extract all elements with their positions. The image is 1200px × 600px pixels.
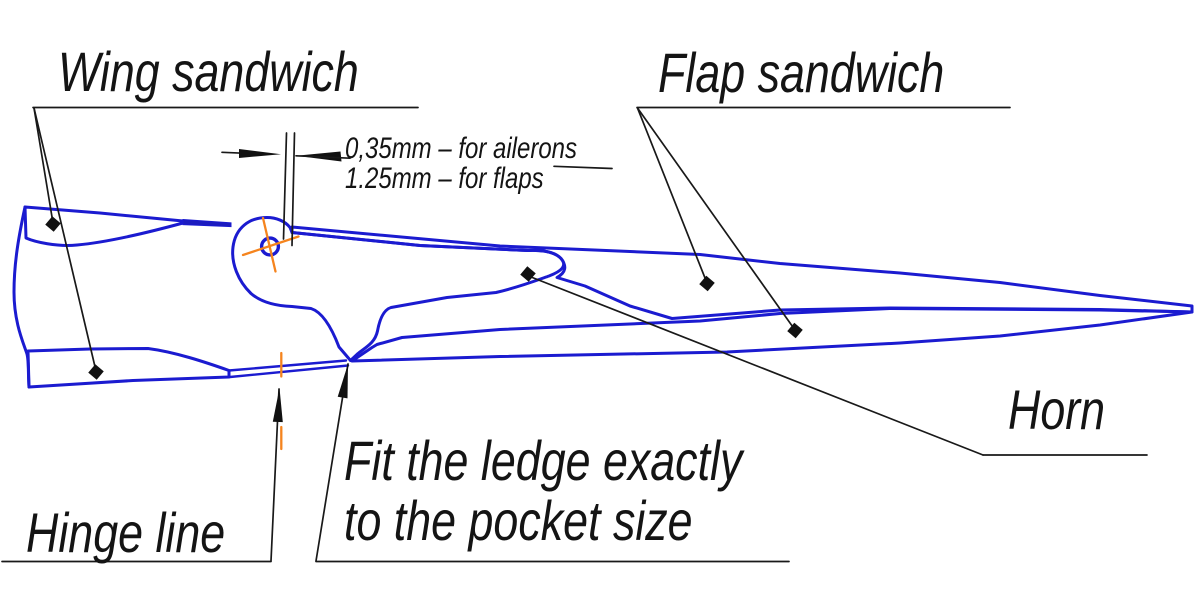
dimension-tail-line	[295, 154, 351, 160]
core-marker-diamond	[699, 275, 715, 292]
gap-flap-label-group: 1.25mm – for flaps	[345, 160, 544, 194]
fit-ledge-label-line2-group: to the pocket size	[344, 489, 693, 552]
flap-upper-skin	[290, 225, 1194, 320]
flap-lower-skin	[350, 307, 1194, 363]
core-marker-diamond	[787, 322, 803, 339]
wing-upper-te-strip	[182, 218, 232, 228]
gap-aileron-label-group: 0,35mm – for ailerons	[345, 130, 577, 164]
wing-lower-skin-line-top	[227, 359, 348, 372]
core-markers	[45, 216, 803, 380]
gap-flap-label: 1.25mm – for flaps	[345, 160, 544, 194]
dimension-arrow-left-icon	[239, 149, 281, 158]
fit-ledge-arrow-icon	[337, 364, 348, 399]
flap-sandwich-leader-1	[636, 107, 708, 284]
horn-label-group: Horn	[1008, 378, 1105, 441]
wing-lower-skin-line-bottom	[228, 364, 350, 379]
extension-line-right	[291, 132, 296, 247]
leader-lines	[1, 106, 1148, 563]
dimension-tail-line-end	[553, 165, 613, 170]
wing-lower-sandwich	[26, 347, 231, 389]
wing-upper-sandwich	[23, 205, 185, 247]
hinge-axis-centerline-icon	[241, 216, 300, 273]
hinge-line-label: Hinge line	[26, 501, 225, 564]
fit-ledge-label-line2: to the pocket size	[344, 489, 693, 552]
hinge-line-label-group: Hinge line	[26, 501, 225, 564]
horn-label: Horn	[1008, 378, 1105, 441]
fit-ledge-label-line1-group: Fit the ledge exactly	[344, 429, 745, 492]
hinge-line-arrow-icon	[272, 388, 283, 423]
flap-sandwich-label: Flap sandwich	[658, 41, 944, 104]
horn-leader	[530, 276, 984, 456]
core-marker-diamond	[45, 216, 61, 232]
wing-sandwich-label: Wing sandwich	[58, 40, 359, 103]
wing-sandwich-leader-1	[33, 107, 54, 224]
fit-ledge-label-line1: Fit the ledge exactly	[344, 429, 745, 492]
gap-aileron-label: 0,35mm – for ailerons	[345, 130, 577, 164]
flap-sandwich-label-group: Flap sandwich	[658, 41, 944, 104]
flap-nose-core	[231, 216, 566, 362]
core-marker-diamond	[520, 266, 536, 282]
wing-sandwich-label-group: Wing sandwich	[58, 40, 359, 103]
wing-section	[12, 205, 350, 389]
extension-line-left	[282, 132, 288, 240]
wing-break-line	[12, 205, 31, 389]
wing-sandwich-leader-2	[33, 107, 97, 372]
flap-section	[231, 216, 1194, 451]
flap-sandwich-leader-2	[636, 107, 796, 331]
gap-dimension	[221, 132, 613, 247]
core-marker-diamond	[88, 364, 104, 380]
